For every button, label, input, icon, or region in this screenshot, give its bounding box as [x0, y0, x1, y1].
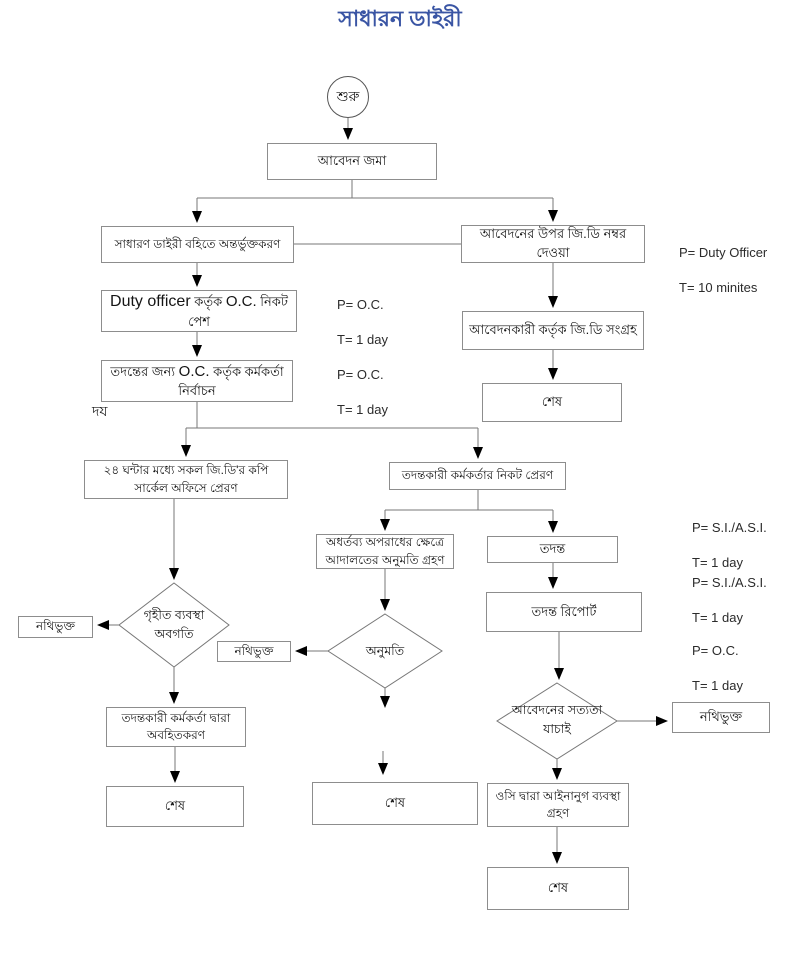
node-label: নথিভুক্ত	[234, 643, 274, 658]
node-officer-selection: তদন্তের জন্য O.C. কর্তৃক কর্মকর্তা নির্ব…	[101, 360, 293, 402]
annotation-time: T= 1 day	[337, 401, 388, 417]
end-box-right-top: শেষ	[482, 383, 622, 422]
start-terminator: শুরু	[327, 76, 369, 118]
page-title: সাধারন ডাইরী	[338, 6, 462, 31]
label-part: তদন্তের জন্য	[110, 363, 179, 379]
node-recorded-right: নথিভুক্ত	[672, 702, 770, 733]
decision-action-taken-label: গৃহীত ব্যবস্থা অবগতি	[143, 608, 205, 641]
annotation-si-2: P= S.I./A.S.I. T= 1 day	[692, 556, 767, 644]
node-investigation: তদন্ত	[487, 536, 618, 563]
node-label: তদন্তকারী কর্মকর্তার নিকট প্রেরণ	[401, 468, 554, 483]
node-label: তদন্ত	[539, 541, 566, 557]
node-label: আবেদনের উপর জি.ডি নম্বর দেওয়া	[479, 226, 627, 260]
node-application-submit: আবেদন জমা	[267, 143, 437, 180]
decision-action-taken-shape	[118, 582, 230, 668]
node-court-permission: অধর্তব্য অপরাধের ক্ষেত্রে আদালতের অনুমতি…	[316, 534, 454, 569]
decision-diamonds	[118, 582, 618, 760]
decision-verify-label: আবেদনের সত্যতা যাচাই	[511, 703, 603, 736]
annotation-person: P= S.I./A.S.I.	[692, 574, 767, 590]
label-part: O.C.	[178, 362, 210, 380]
node-label: তদন্ত রিপোর্ট	[531, 603, 597, 619]
node-label: ওসি দ্বারা আইনানুগ ব্যবস্থা গ্রহণ	[495, 788, 621, 820]
annotation-person: P= Duty Officer	[679, 244, 768, 260]
node-duty-officer-present: Duty officer কর্তৃক O.C. নিকট পেশ	[101, 290, 297, 332]
label-part: O.C.	[225, 292, 257, 310]
node-label: নথিভুক্ত	[36, 619, 75, 634]
annotation-person: P= O.C.	[692, 642, 739, 658]
node-label: আবেদনকারী কর্তৃক জি.ডি সংগ্রহ	[469, 322, 637, 338]
stray-label: দয	[92, 403, 108, 419]
annotation-time: T= 1 day	[692, 554, 743, 570]
annotation-person: P= S.I./A.S.I.	[692, 519, 767, 535]
end-box-middle: শেষ	[312, 782, 478, 825]
label-part: Duty officer	[110, 292, 191, 310]
label-part: কর্তৃক	[190, 293, 226, 309]
annotation-person: P= O.C.	[337, 366, 384, 382]
annotation-oc-3: P= O.C. T= 1 day	[692, 624, 743, 712]
node-label: তদন্তকারী কর্মকর্তা দ্বারা অবহিতকরণ	[121, 710, 231, 742]
start-label: শুরু	[336, 88, 360, 104]
node-recorded-middle: নথিভুক্ত	[217, 641, 291, 662]
node-label: শেষ	[384, 795, 406, 811]
node-gd-register-entry: সাধারণ ডাইরী বহিতে অন্তর্ভুক্তকরণ	[101, 226, 294, 263]
decision-permission-shape	[327, 613, 443, 689]
node-label: আবেদন জমা	[317, 153, 387, 169]
node-label: শেষ	[164, 798, 186, 814]
node-label: শেষ	[541, 394, 563, 410]
node-copy-to-circle-office: ২৪ ঘন্টার মধ্যে সকল জি.ডি'র কপি সার্কেল …	[84, 460, 288, 499]
node-label: শেষ	[547, 880, 569, 896]
node-label: সাধারণ ডাইরী বহিতে অন্তর্ভুক্তকরণ	[114, 236, 281, 251]
annotation-duty-officer: P= Duty Officer T= 10 minites	[679, 226, 767, 314]
label-part: নিকট পেশ	[188, 293, 288, 330]
node-gd-number-assign: আবেদনের উপর জি.ডি নম্বর দেওয়া	[461, 225, 645, 263]
annotation-oc-1: P= O.C. T= 1 day	[337, 278, 388, 366]
node-send-to-investigating-officer: তদন্তকারী কর্মকর্তার নিকট প্রেরণ	[389, 462, 566, 490]
label-part: কর্তৃক কর্মকর্তা নির্বাচন	[178, 363, 284, 399]
annotation-time: T= 1 day	[692, 677, 743, 693]
node-inform-by-io: তদন্তকারী কর্মকর্তা দ্বারা অবহিতকরণ	[106, 707, 246, 747]
node-label: অধর্তব্য অপরাধের ক্ষেত্রে আদালতের অনুমতি…	[325, 535, 445, 567]
annotation-time: T= 1 day	[692, 609, 743, 625]
annotation-time: T= 1 day	[337, 331, 388, 347]
node-recorded-left: নথিভুক্ত	[18, 616, 93, 638]
decision-permission-label: অনুমতি	[365, 644, 405, 658]
end-box-right-bottom: শেষ	[487, 867, 629, 910]
node-label: Duty officer কর্তৃক O.C. নিকট পেশ	[106, 290, 292, 332]
node-label: ২৪ ঘন্টার মধ্যে সকল জি.ডি'র কপি সার্কেল …	[103, 463, 269, 495]
annotation-oc-2: P= O.C. T= 1 day	[337, 348, 388, 436]
node-label: নথিভুক্ত	[699, 709, 743, 725]
annotation-person: P= O.C.	[337, 296, 384, 312]
end-box-left: শেষ	[106, 786, 244, 827]
node-legal-action-by-oc: ওসি দ্বারা আইনানুগ ব্যবস্থা গ্রহণ	[487, 783, 629, 827]
node-investigation-report: তদন্ত রিপোর্ট	[486, 592, 642, 632]
flow-lines	[97, 118, 668, 864]
decision-verify-shape	[496, 682, 618, 760]
node-applicant-collect-gd: আবেদনকারী কর্তৃক জি.ডি সংগ্রহ	[462, 311, 644, 350]
annotation-time: T= 10 minites	[679, 279, 758, 295]
annotation-si-1: P= S.I./A.S.I. T= 1 day	[692, 501, 767, 589]
node-label: তদন্তের জন্য O.C. কর্তৃক কর্মকর্তা নির্ব…	[106, 361, 288, 402]
